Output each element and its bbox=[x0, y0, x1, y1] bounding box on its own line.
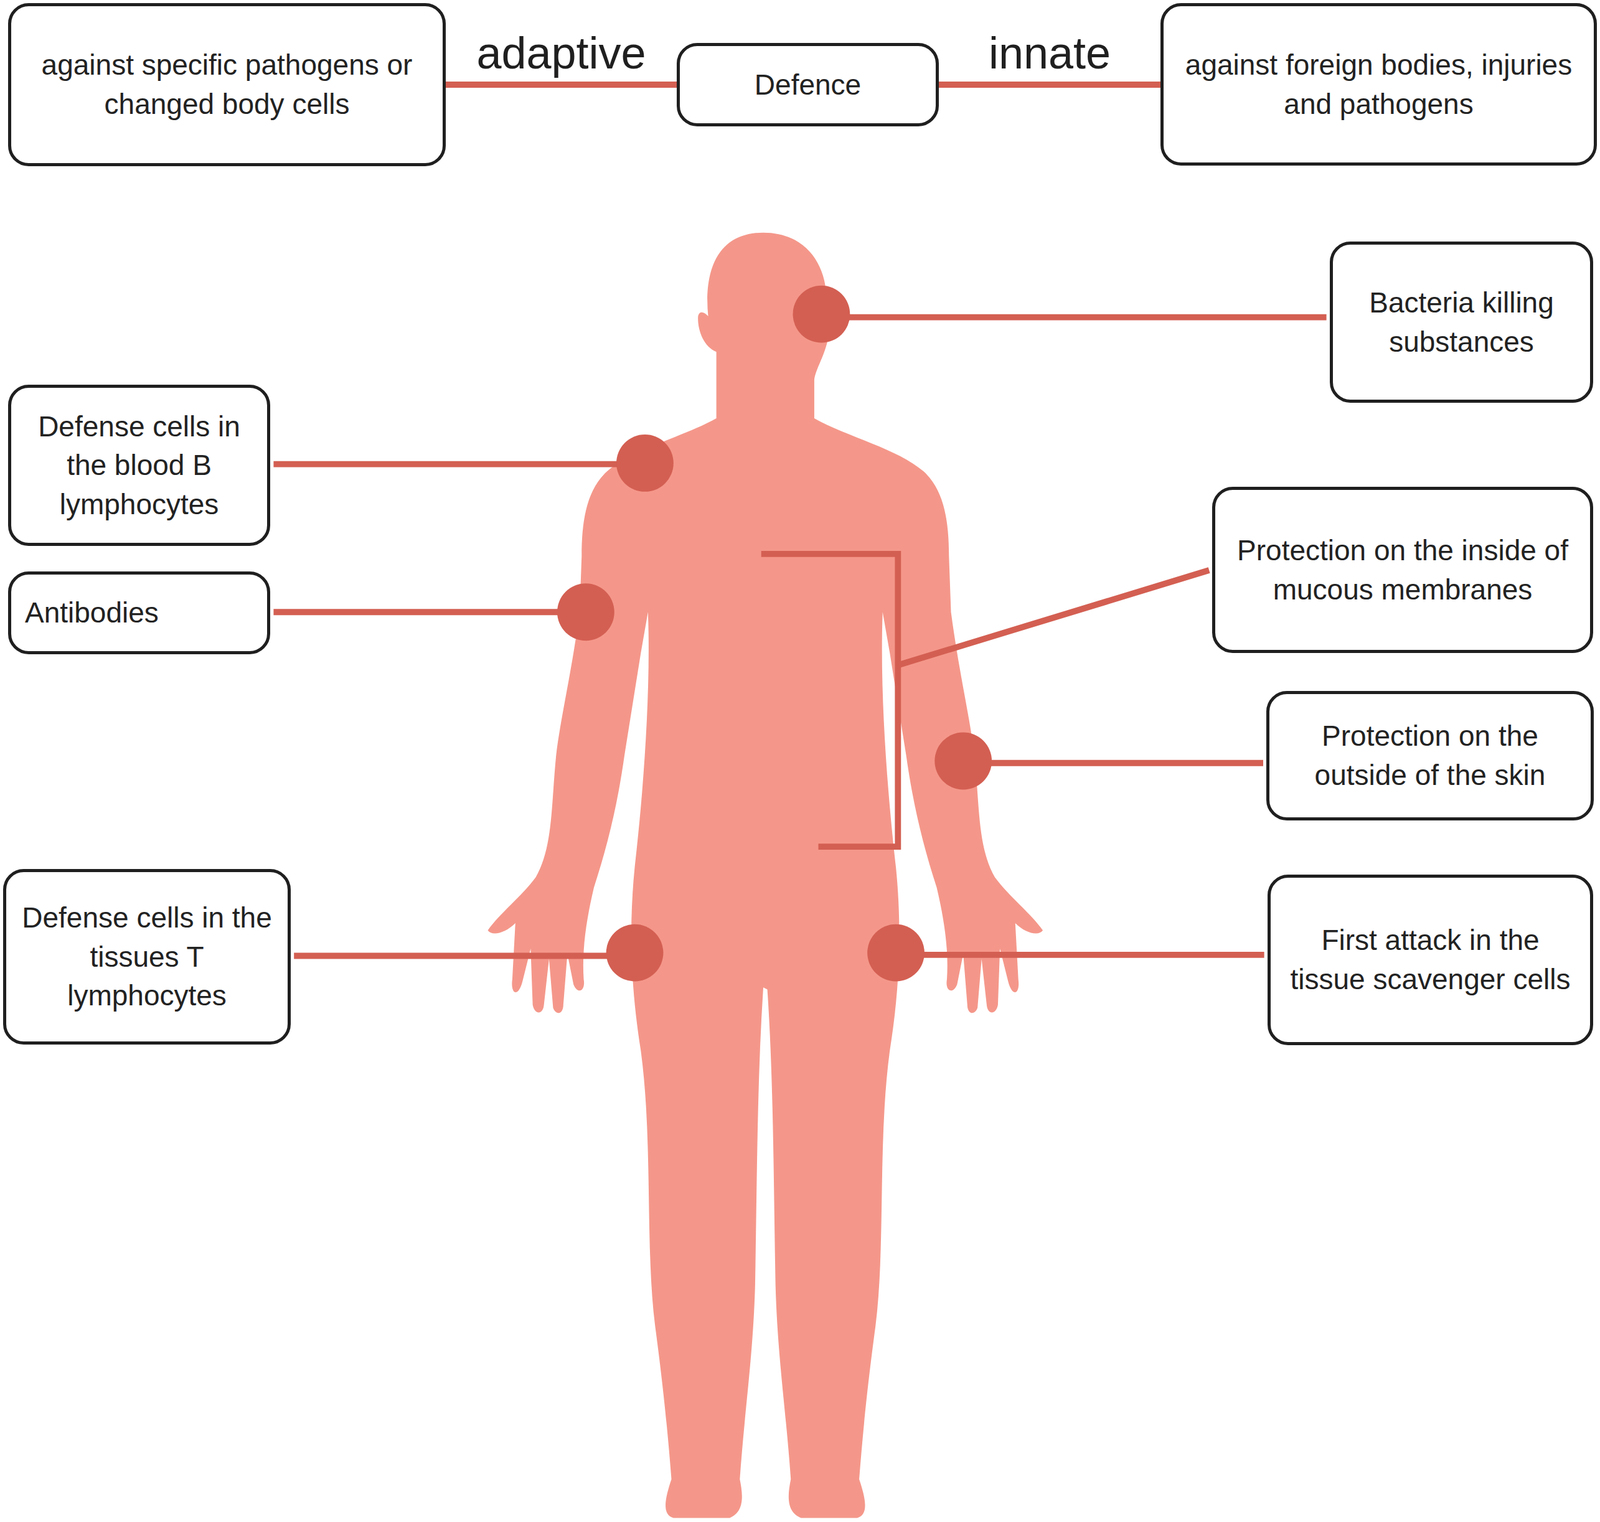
box-text: Antibodies bbox=[24, 593, 254, 633]
label-box: Protection on the inside of mucous membr… bbox=[1212, 486, 1594, 654]
label-box: Defense cells in the tissues T lymphocyt… bbox=[3, 869, 291, 1045]
label-box: Defense cells in the blood B lymphocytes bbox=[8, 384, 271, 546]
marker-dot bbox=[867, 924, 925, 982]
box-text: Bacteria killing substances bbox=[1346, 283, 1577, 362]
label-box: Defence bbox=[676, 42, 939, 127]
label-box: First attack in the tissue scavenger cel… bbox=[1267, 874, 1594, 1046]
marker-dot bbox=[616, 434, 674, 492]
box-text: Protection on the inside of mucous membr… bbox=[1228, 531, 1577, 609]
box-text: against specific pathogens or changed bo… bbox=[24, 45, 429, 124]
label-box: against specific pathogens or changed bo… bbox=[8, 3, 446, 167]
box-text: Defence bbox=[754, 65, 862, 105]
leader-lines bbox=[273, 317, 1327, 957]
box-text: First attack in the tissue scavenger cel… bbox=[1284, 920, 1577, 999]
body-silhouette bbox=[488, 232, 1043, 1519]
edge-label: innate bbox=[984, 27, 1115, 79]
box-text: Protection on the outside of the skin bbox=[1283, 716, 1577, 795]
marker-dot bbox=[793, 285, 851, 344]
label-box: Antibodies bbox=[8, 571, 271, 655]
marker-dot bbox=[934, 732, 992, 791]
leader-line bbox=[273, 608, 586, 616]
leader-line bbox=[895, 951, 1265, 959]
box-text: against foreign bodies, injuries and pat… bbox=[1177, 45, 1581, 124]
leader-line bbox=[273, 461, 645, 468]
mucous-bracket bbox=[761, 554, 899, 847]
marker-dot bbox=[606, 924, 664, 982]
label-box: Bacteria killing substances bbox=[1329, 241, 1594, 403]
marker-dots bbox=[557, 285, 992, 982]
box-text: Defense cells in the blood B lymphocytes bbox=[24, 407, 254, 525]
connector-line bbox=[445, 81, 677, 88]
marker-dot bbox=[557, 583, 615, 641]
leader-line bbox=[293, 953, 635, 960]
connector-line bbox=[938, 81, 1161, 88]
leader-line bbox=[963, 760, 1264, 767]
leader-line bbox=[897, 570, 1210, 665]
label-box: Protection on the outside of the skin bbox=[1266, 691, 1594, 821]
edge-label: adaptive bbox=[472, 27, 650, 79]
label-box: against foreign bodies, injuries and pat… bbox=[1160, 3, 1597, 166]
box-text: Defense cells in the tissues T lymphocyt… bbox=[19, 898, 274, 1016]
leader-line bbox=[821, 314, 1327, 321]
